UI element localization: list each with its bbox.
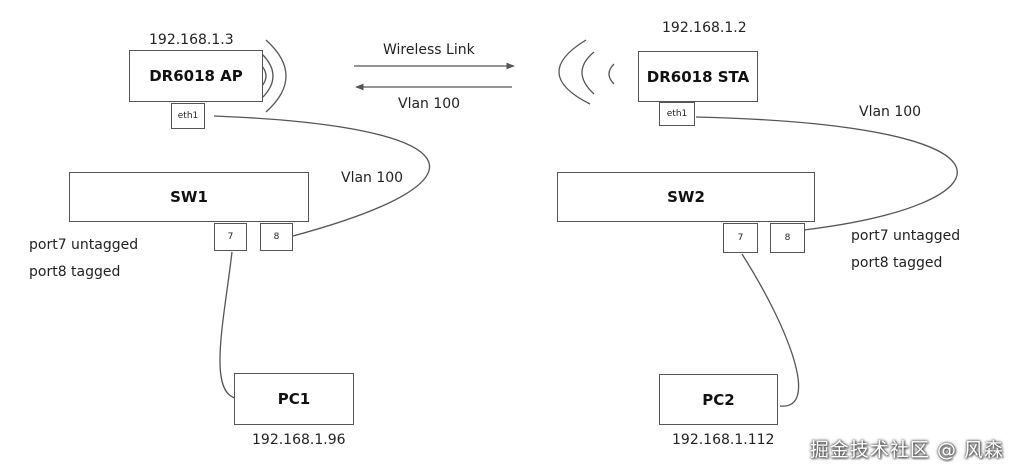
sw1-port-7: 7 bbox=[214, 223, 247, 251]
pc2-computer: PC2 bbox=[659, 374, 778, 425]
pc1-label: PC1 bbox=[277, 390, 311, 408]
sta-wireless-waves-icon bbox=[558, 39, 615, 105]
sw2-port-8: 8 bbox=[770, 223, 805, 253]
sw1-port-8: 8 bbox=[260, 223, 293, 251]
wireless-link-label: Wireless Link bbox=[383, 42, 475, 58]
sw1-vlan-label: Vlan 100 bbox=[341, 170, 404, 186]
ap-to-sw1-cable bbox=[213, 115, 430, 237]
ap-wireless-waves-icon bbox=[261, 39, 287, 113]
sw1-label: SW1 bbox=[170, 188, 208, 206]
ap-eth1-port: eth1 bbox=[171, 103, 205, 129]
ap-device-label: DR6018 AP bbox=[149, 67, 243, 85]
sw2-vlan-label: Vlan 100 bbox=[859, 104, 922, 120]
sw2-to-pc2-cable bbox=[741, 253, 800, 407]
sta-to-sw2-cable bbox=[695, 116, 958, 231]
sw2-port-note-2: port8 tagged bbox=[851, 255, 943, 271]
sw2-label: SW2 bbox=[667, 188, 705, 206]
sw1-port-note-1: port7 untagged bbox=[29, 237, 139, 253]
sta-ip-label: 192.168.1.2 bbox=[662, 20, 747, 36]
pc2-label: PC2 bbox=[702, 390, 735, 409]
pc1-ip-label: 192.168.1.96 bbox=[252, 432, 346, 448]
sw1-port-note-2: port8 tagged bbox=[29, 264, 121, 280]
pc1-computer: PC1 bbox=[234, 373, 354, 425]
pc2-ip-label: 192.168.1.112 bbox=[672, 432, 775, 448]
sw1-switch: SW1 bbox=[69, 172, 309, 222]
sw2-port-7: 7 bbox=[723, 223, 758, 253]
ap-device: DR6018 AP bbox=[129, 50, 263, 102]
ap-ip-label: 192.168.1.3 bbox=[149, 32, 234, 48]
sw2-switch: SW2 bbox=[557, 172, 815, 222]
sw1-to-pc1-cable bbox=[219, 251, 236, 399]
sta-device: DR6018 STA bbox=[638, 51, 758, 102]
sta-eth1-port: eth1 bbox=[659, 102, 695, 126]
sw2-port-note-1: port7 untagged bbox=[851, 228, 961, 244]
watermark-text: 掘金技术社区 @ 风森 bbox=[809, 439, 1004, 461]
sta-device-label: DR6018 STA bbox=[646, 67, 750, 86]
vlan-link-label: Vlan 100 bbox=[398, 96, 461, 112]
